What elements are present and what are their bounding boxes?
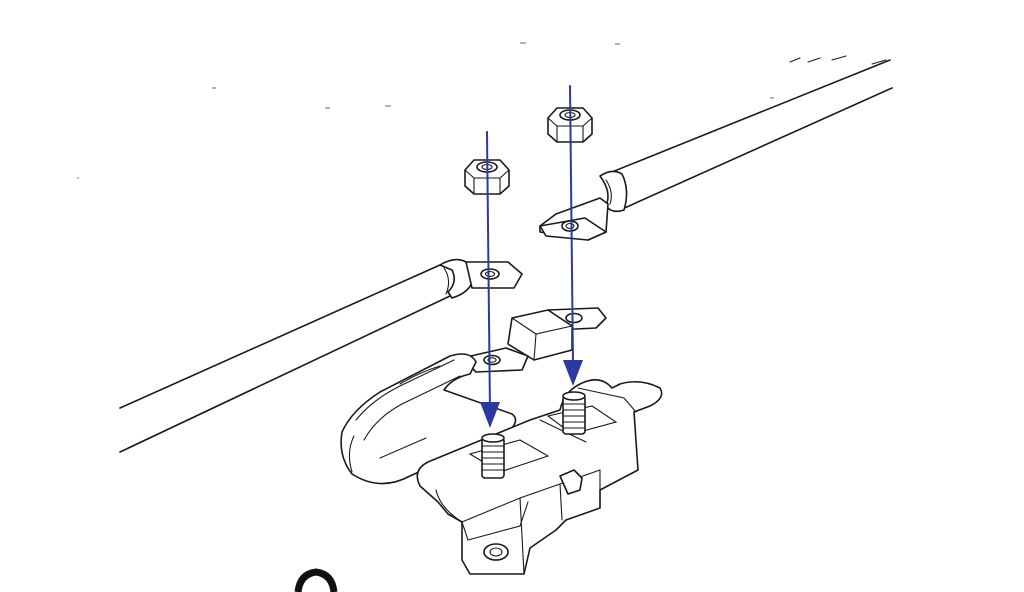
left-cable [119, 258, 475, 453]
partial-step-number [294, 568, 338, 592]
assembly-arrow-right [563, 85, 583, 386]
fuse-holder-body [340, 353, 663, 575]
blade-fuse [461, 307, 607, 373]
ring-terminal-right-top [539, 197, 609, 241]
assembly-arrow-left [480, 131, 500, 428]
threaded-stud-left [481, 433, 505, 479]
threaded-stud-right [562, 391, 586, 435]
ring-terminal-left-top [465, 261, 523, 289]
right-cable [599, 55, 893, 213]
scan-marks [77, 42, 774, 179]
